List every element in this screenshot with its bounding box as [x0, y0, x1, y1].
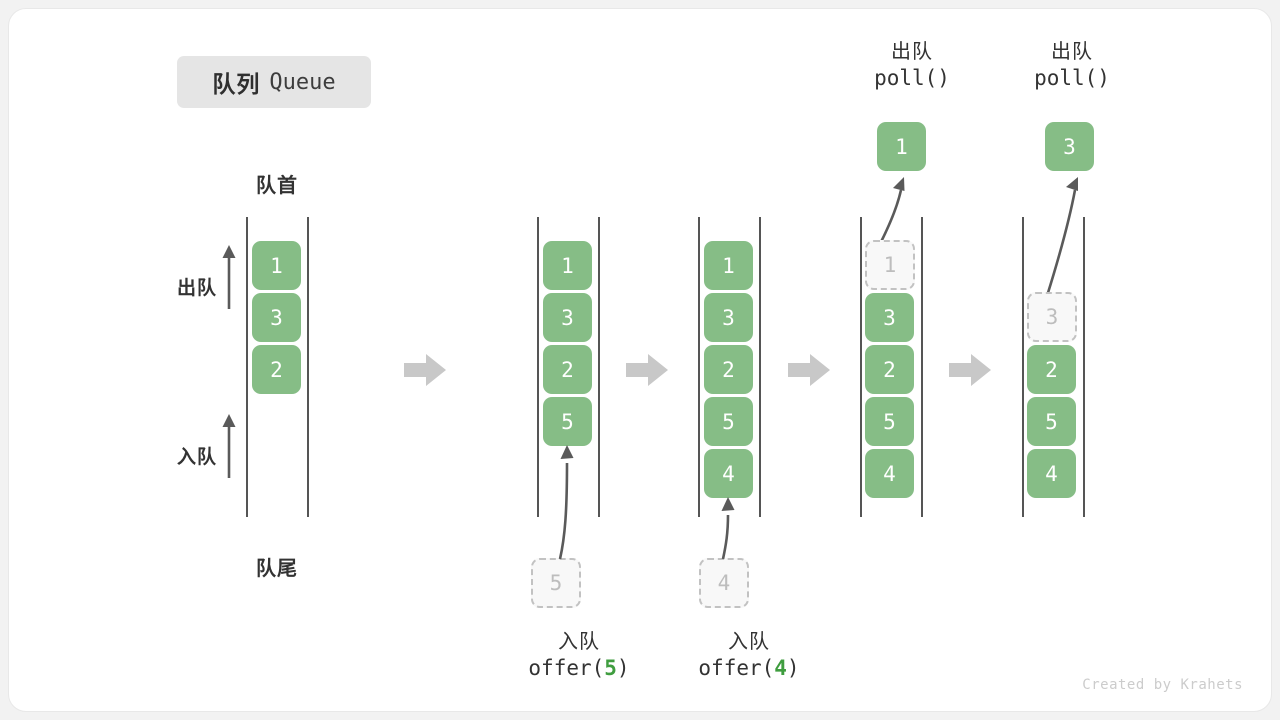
- stage-4-rail-right: [921, 217, 923, 517]
- stage-3-enqueue-arrow-icon: [721, 497, 735, 560]
- stage-5-rail-left: [1022, 217, 1024, 517]
- step-arrow-3-icon: [788, 354, 830, 386]
- stage-1-cell-2: 2: [252, 345, 301, 394]
- queue-front-label: 队首: [256, 175, 298, 197]
- stage-4-cell-3: 5: [865, 397, 914, 446]
- dequeue-direction-arrow-icon: [222, 245, 236, 309]
- stage-3-rail-left: [698, 217, 700, 517]
- step-arrow-2-icon: [626, 354, 668, 386]
- watermark: Created by Krahets: [1082, 677, 1243, 693]
- stage-4-cell-0: 1: [865, 240, 915, 290]
- stage-2-cell-2: 2: [543, 345, 592, 394]
- stage-1-cell-1: 3: [252, 293, 301, 342]
- dequeue-direction-label: 出队: [176, 278, 217, 299]
- stage-1-rail-right: [307, 217, 309, 517]
- stage-2-caption: 入队 offer(5): [484, 629, 674, 683]
- stage-3-cell-4: 4: [704, 449, 753, 498]
- stage-5-rail-right: [1083, 217, 1085, 517]
- title-badge: 队列 Queue: [177, 56, 371, 108]
- stage-2-rail-left: [537, 217, 539, 517]
- stage-5-cell-2: 2: [1027, 345, 1076, 394]
- stage-2-rail-right: [598, 217, 600, 517]
- stage-2-caption-cn: 入队: [558, 631, 600, 653]
- stage-5-dequeue-arrow-icon: [1045, 177, 1078, 297]
- enqueue-direction-label: 入队: [176, 447, 217, 468]
- stage-4-cell-4: 4: [865, 449, 914, 498]
- stage-2-cell-3: 5: [543, 397, 592, 446]
- stage-2-enqueue-arrow-icon: [558, 445, 574, 560]
- stage-2-cell-1: 3: [543, 293, 592, 342]
- stage-3-caption-cn: 入队: [728, 631, 770, 653]
- title-english: Queue: [269, 69, 336, 95]
- stage-4-rail-left: [860, 217, 862, 517]
- stage-5-cell-4: 4: [1027, 449, 1076, 498]
- stage-2-caption-code: offer(5): [528, 656, 630, 681]
- stage-1-rail-left: [246, 217, 248, 517]
- stage-3-cell-0: 1: [704, 241, 753, 290]
- stage-4-outgoing-cell: 1: [877, 122, 926, 171]
- stage-4-caption-cn: 出队: [891, 41, 933, 63]
- stage-3-incoming-ghost-cell: 4: [699, 558, 749, 608]
- stage-3-cell-3: 5: [704, 397, 753, 446]
- stage-4-cell-1: 3: [865, 293, 914, 342]
- stage-4-cell-2: 2: [865, 345, 914, 394]
- stage-4-caption: 出队 poll(): [817, 39, 1007, 93]
- stage-3-caption: 入队 offer(4): [654, 629, 844, 683]
- stage-1-cell-0: 1: [252, 241, 301, 290]
- stage-5-caption-cn: 出队: [1051, 41, 1093, 63]
- stage-5-cell-3: 5: [1027, 397, 1076, 446]
- step-arrow-1-icon: [404, 354, 446, 386]
- step-arrow-4-icon: [949, 354, 991, 386]
- stage-3-cell-2: 2: [704, 345, 753, 394]
- stage-5-caption-code: poll(): [1034, 66, 1110, 91]
- stage-5-outgoing-cell: 3: [1045, 122, 1094, 171]
- stage-4-dequeue-arrow-icon: [879, 177, 905, 243]
- diagram-card: 队列 Queue 队首 队尾 出队 入队 1 3 2 1 3 2 5 5 入队 …: [8, 8, 1272, 712]
- enqueue-direction-arrow-icon: [222, 414, 236, 478]
- stage-2-incoming-ghost-cell: 5: [531, 558, 581, 608]
- queue-back-label: 队尾: [256, 558, 298, 580]
- stage-3-cell-1: 3: [704, 293, 753, 342]
- stage-5-cell-1: 3: [1027, 292, 1077, 342]
- stage-3-rail-right: [759, 217, 761, 517]
- title-chinese: 队列: [212, 71, 261, 97]
- stage-2-cell-0: 1: [543, 241, 592, 290]
- stage-3-caption-code: offer(4): [698, 656, 800, 681]
- stage-4-caption-code: poll(): [874, 66, 950, 91]
- stage-5-caption: 出队 poll(): [977, 39, 1167, 93]
